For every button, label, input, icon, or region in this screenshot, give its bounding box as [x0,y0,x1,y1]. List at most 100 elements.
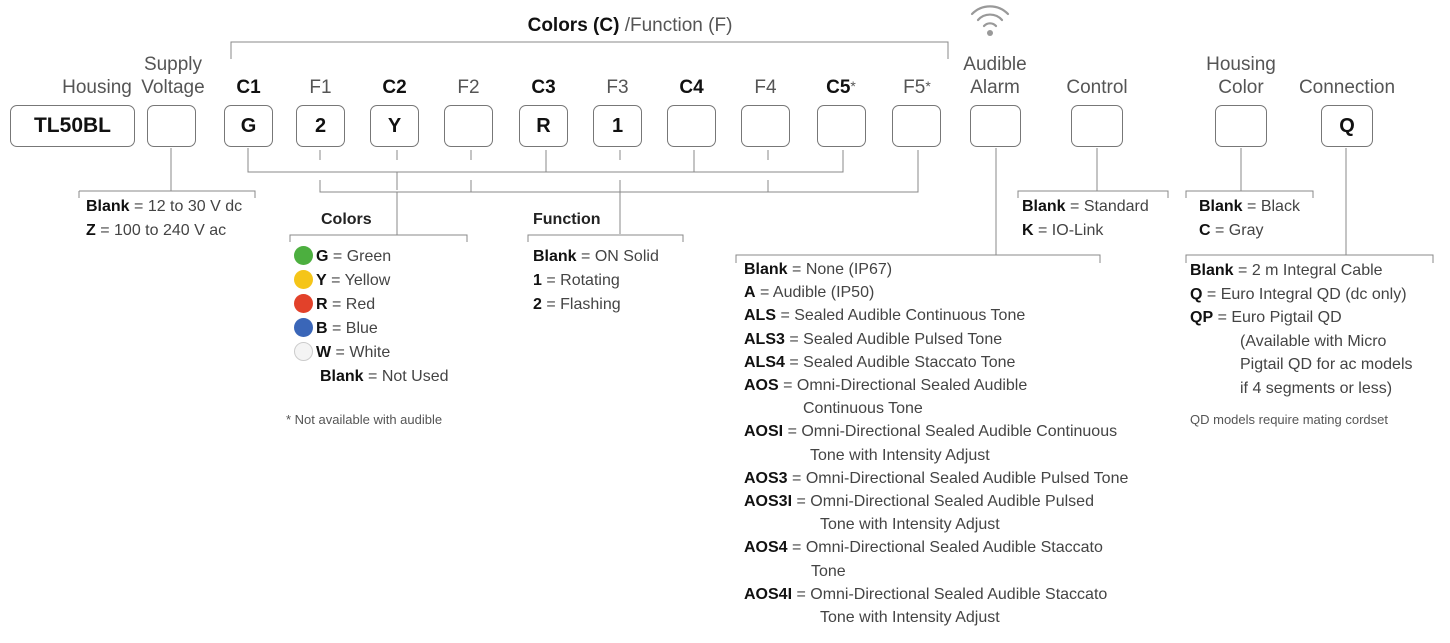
yellow-dot-icon [294,270,313,289]
connection-option: Blank = 2 m Integral Cable [1190,259,1413,283]
option-code: A [744,284,756,302]
header-f4: F4 [754,77,777,98]
option-text: = Not Used [363,368,449,385]
wifi-signal-icon [970,5,1010,36]
option-code: 1 [533,272,542,289]
box-f3[interactable]: 1 [593,105,642,147]
connection-option: QP = Euro Pigtail QD [1190,306,1413,330]
box-c3[interactable]: R [519,105,568,147]
option-code: Blank [533,248,577,265]
supply-options: Blank = 12 to 30 V dc Z = 100 to 240 V a… [86,195,242,243]
option-text: = Black [1242,198,1300,215]
option-text: = None (IP67) [787,261,893,278]
header-alarm-line2: Alarm [970,77,1020,98]
option-text: = ON Solid [576,248,659,265]
colors-function-title: Colors (C) /Function (F) [500,14,760,37]
option-text: = 100 to 240 V ac [95,222,227,239]
colors-section-title: Colors [321,211,372,228]
function-option: 1 = Rotating [533,269,659,293]
box-control[interactable] [1071,105,1123,147]
option-code: AOS4 [744,539,788,557]
header-c1: C1 [236,77,261,98]
box-c4[interactable] [667,105,716,147]
option-text: = Omni-Directional Sealed Audible Pulsed [792,493,1094,511]
box-housing[interactable]: TL50BL [10,105,135,147]
option-code: G [316,248,329,265]
option-text: = Rotating [541,272,620,289]
box-c2[interactable]: Y [370,105,419,147]
option-code: ALS4 [744,353,785,371]
option-code: AOS [744,377,779,395]
alarm-option: ALS3 = Sealed Audible Pulsed Tone [744,328,1128,351]
option-code: AOS3I [744,493,793,511]
box-alarm[interactable] [970,105,1021,147]
header-c3: C3 [531,77,556,98]
header-f2: F2 [457,77,480,98]
alarm-option: AOS3 = Omni-Directional Sealed Audible P… [744,467,1128,490]
alarm-option-continuation: Tone [811,562,846,580]
color-option: Y = Yellow [294,269,449,293]
header-supply-line1: Supply [143,54,203,75]
header-c2: C2 [382,77,407,98]
alarm-option: ALS4 = Sealed Audible Staccato Tone [744,351,1128,374]
alarm-option-continuation: Tone with Intensity Adjust [820,609,1000,627]
option-code: Blank [744,261,788,278]
option-code: C [1199,222,1211,239]
option-code: K [1022,222,1034,239]
hcolor-options: Blank = Black C = Gray [1199,195,1300,243]
option-text: = 2 m Integral Cable [1233,262,1383,279]
alarm-option: AOS3I = Omni-Directional Sealed Audible … [744,490,1128,513]
connection-footnote: QD models require mating cordset [1190,412,1388,427]
function-section-title: Function [533,211,601,228]
colors-options: G = Green Y = Yellow R = Red B = Blue W … [294,245,449,389]
option-code: Blank [1190,262,1234,279]
color-option: R = Red [294,293,449,317]
connection-options: Blank = 2 m Integral Cable Q = Euro Inte… [1190,259,1413,400]
option-code: R [316,296,328,313]
alarm-option: ALS = Sealed Audible Continuous Tone [744,304,1128,327]
option-code: Blank [320,368,364,385]
alarm-option: Blank = None (IP67) [744,258,1128,281]
box-hcolor[interactable] [1215,105,1267,147]
option-text: = Yellow [326,272,391,289]
header-c4: C4 [679,77,704,98]
connection-option-note: Pigtail QD for ac models [1240,356,1413,373]
box-f5[interactable] [892,105,941,147]
box-c5[interactable] [817,105,866,147]
option-code: ALS3 [744,330,785,348]
box-supply[interactable] [147,105,196,147]
alarm-option-continuation: Tone with Intensity Adjust [820,516,1000,534]
box-f4[interactable] [741,105,790,147]
alarm-options: Blank = None (IP67) A = Audible (IP50) A… [744,258,1128,629]
option-text: = Sealed Audible Staccato Tone [784,353,1016,371]
option-code: Z [86,222,96,239]
title-rest: /Function (F) [619,15,733,36]
option-text: = Standard [1065,198,1149,215]
option-text: = Omni-Directional Sealed Audible [778,377,1028,395]
header-c5: C5* [810,76,872,99]
alarm-option: AOS4I = Omni-Directional Sealed Audible … [744,583,1128,606]
option-text: = Flashing [541,296,621,313]
alarm-option: A = Audible (IP50) [744,281,1128,304]
supply-option: Blank = 12 to 30 V dc [86,195,242,219]
box-c1[interactable]: G [224,105,273,147]
red-dot-icon [294,294,313,313]
option-code: Q [1190,285,1203,303]
option-code: Blank [86,198,130,215]
option-text: = Audible (IP50) [755,284,875,302]
box-f1[interactable]: 2 [296,105,345,147]
green-dot-icon [294,246,313,265]
alarm-option-continuation: Tone with Intensity Adjust [810,446,990,464]
option-text: = Red [327,296,376,313]
header-f1: F1 [309,77,332,98]
box-f2[interactable] [444,105,493,147]
option-code: ALS [744,307,776,325]
color-option: B = Blue [294,317,449,341]
header-c5-asterisk: * [850,78,856,94]
option-code: W [316,344,332,361]
control-options: Blank = Standard K = IO-Link [1022,195,1149,243]
color-option: G = Green [294,245,449,269]
option-text: = Gray [1210,222,1264,239]
box-connection[interactable]: Q [1321,105,1373,147]
hcolor-option: Blank = Black [1199,195,1300,219]
